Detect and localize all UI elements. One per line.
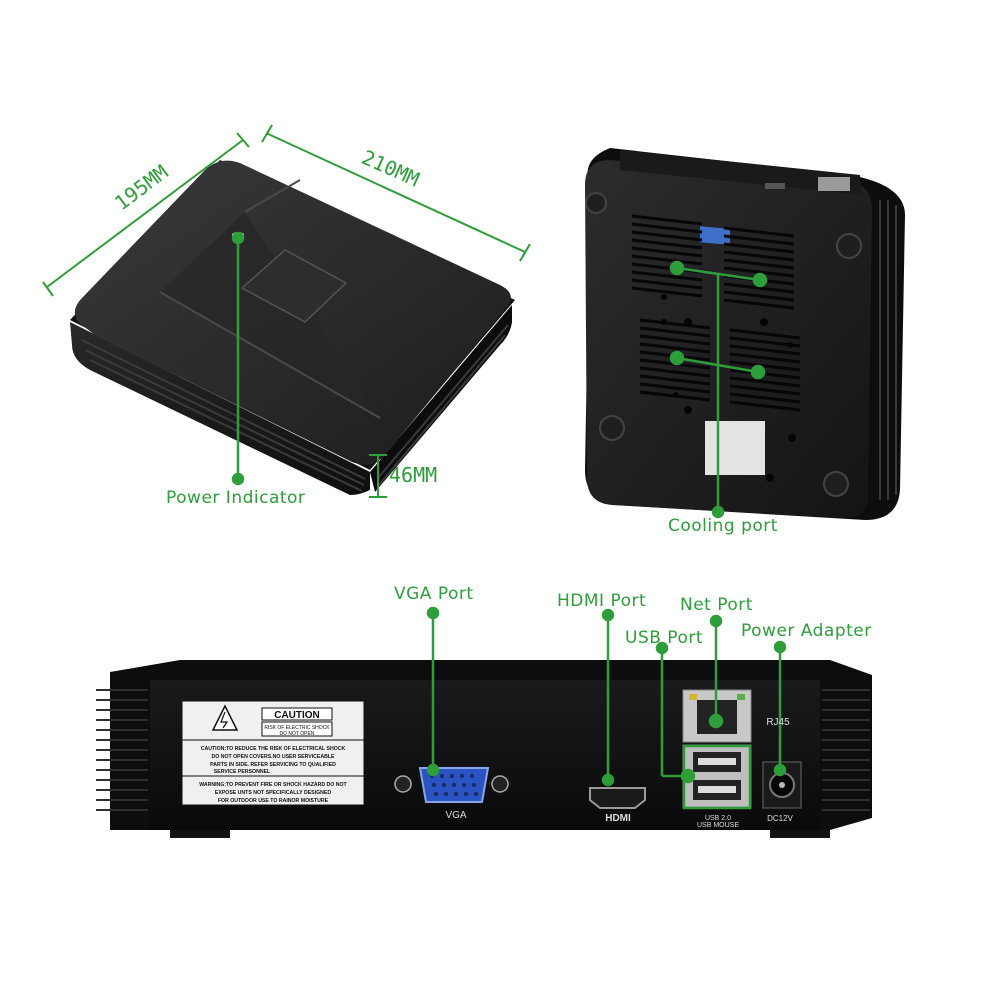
vga-port: [394, 767, 509, 803]
rj45-label: RJ45: [766, 717, 790, 728]
nvr-bottom-view: [585, 148, 905, 520]
power-adapter-callout-label: Power Adapter: [741, 621, 872, 641]
power-indicator-label: Power Indicator: [166, 488, 306, 508]
cooling-vents: [631, 214, 801, 412]
hdmi-port-label: HDMI: [605, 813, 631, 824]
cooling-port-label: Cooling port: [668, 516, 778, 536]
vga-port-label: VGA: [445, 810, 466, 821]
warning-2: EXPOSE UNTS NOT SPECIFICALLY DESIGNED: [215, 790, 331, 796]
hdmi-port: [589, 787, 646, 809]
warning-3: FOR OUTDOOR USE TO RAINOR MOISTURE: [218, 798, 329, 804]
rear-callouts: [426, 606, 787, 810]
usb-port-callout-label: USB Port: [625, 628, 704, 648]
dimension-lines: [42, 124, 531, 498]
power-indicator-callout: [231, 231, 245, 486]
dc-label: DC12V: [767, 814, 793, 823]
caution-body-1: CAUTION:TO REDUCE THE RISK OF ELECTRICAL…: [201, 746, 346, 752]
net-port-callout-label: Net Port: [680, 595, 753, 615]
caution-risk: RISK OF ELECTRIC SHOCK: [264, 725, 330, 731]
vga-port-callout-label: VGA Port: [394, 584, 474, 604]
side-ridges: [81, 324, 509, 492]
dimension-height: 46MM: [389, 463, 438, 487]
bottom-vga-edge: [700, 226, 730, 245]
usb-label-1: USB 2.0: [705, 815, 731, 822]
caution-title: CAUTION: [274, 710, 320, 721]
power-button: [240, 249, 348, 323]
caution-do-not-open: DO NOT OPEN: [280, 731, 315, 737]
usb-ports: [682, 744, 752, 808]
cooling-port-callout: [669, 260, 768, 519]
caution-body-4: SERVICE PERSONNEL: [214, 769, 271, 775]
caution-body-2: DO NOT OPEN COVERS.NO USER SERVICEABLE: [212, 754, 336, 760]
caution-body-3: PARTS IN SIDE. REFER SERVICING TO QUALIF…: [210, 762, 336, 768]
caution-sticker: [181, 700, 365, 806]
usb-label-2: USB MOUSE: [697, 822, 739, 829]
hdmi-port-callout-label: HDMI Port: [557, 591, 647, 611]
warning-1: WARNING:TO PREVENT FIRE OR SHOCK HAZARD …: [199, 782, 347, 788]
model-sticker: [705, 421, 765, 475]
nvr-top-view: [70, 160, 515, 495]
rear-panel-text: CAUTION RISK OF ELECTRIC SHOCK DO NOT OP…: [199, 710, 793, 829]
